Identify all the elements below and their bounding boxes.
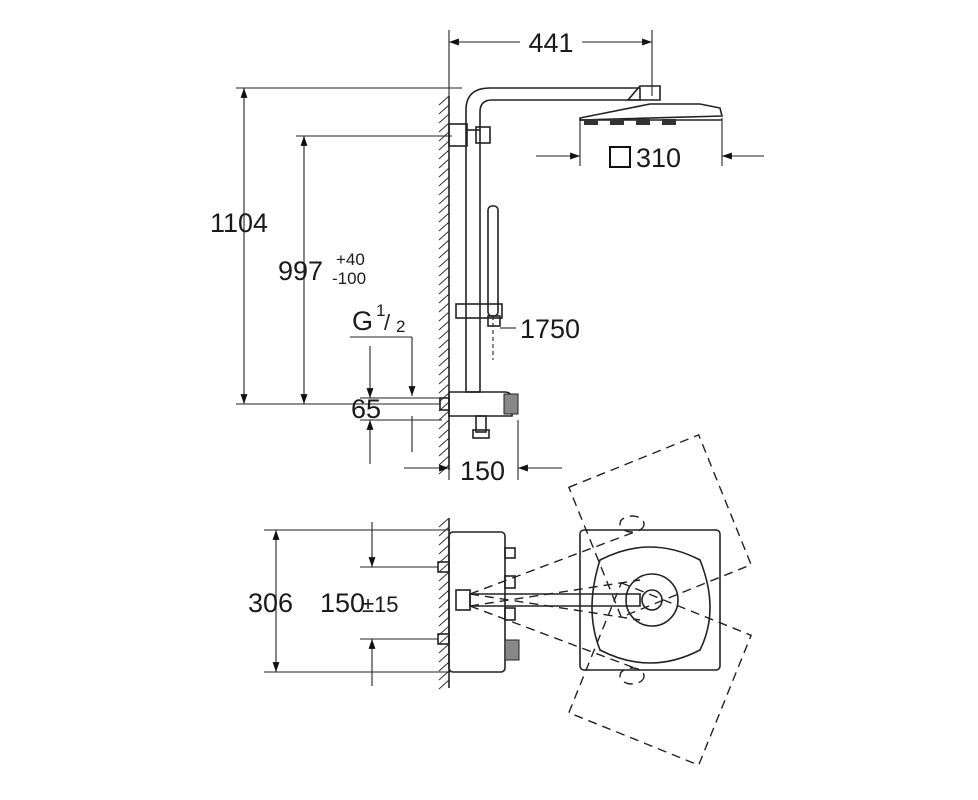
dim-150-plan-tolerance: ±15 [362,592,399,617]
hatch-line [438,140,450,151]
plan-view: 306 150 ±15 [248,433,753,767]
hatch-line [438,419,450,430]
hatch-line [438,230,450,241]
hatch-line [438,437,450,448]
riser-pipe [465,129,481,393]
hatch-line [438,284,450,295]
hatch-line [438,194,450,205]
upper-wall-bracket [448,123,468,147]
hatch-line [438,320,450,331]
thread-denominator: 2 [396,317,405,336]
hatch-line [438,293,450,304]
hatch-line [438,275,450,286]
square-symbol-icon [609,146,631,168]
thermostat-plan [448,531,506,673]
dim-997-tol-plus: +40 [336,250,365,269]
hatch-line [438,158,450,169]
hatch-line [438,428,450,439]
hand-shower [487,205,499,360]
thread-label-g: G [352,306,373,336]
hatch-line [438,446,450,457]
hatch-line [438,356,450,367]
hatch-line [438,535,450,546]
hatch-line [438,176,450,187]
hatch-line [438,113,450,124]
dim-441: 441 [528,28,573,58]
shower-arm [465,87,641,130]
hatch-line [438,679,450,690]
dim-1750: 1750 [520,314,580,344]
hatch-line [438,652,450,663]
hatch-line [438,122,450,133]
hatch-line [438,661,450,672]
side-elevation-view: 441 310 1104 997 +40 -100 G 1 / 2 65 [210,28,764,486]
dim-997-tol-minus: -100 [332,269,366,288]
dim-310: 310 [636,143,681,173]
head-shower-plan [469,433,753,767]
hatch-line [438,643,450,654]
hatch-line [438,464,450,475]
hatch-line [438,239,450,250]
hatch-line [438,517,450,528]
hatch-line [438,544,450,555]
dim-150-side: 150 [460,456,505,486]
hatch-line [438,374,450,385]
hatch-line [438,580,450,591]
hatch-line [438,347,450,358]
thermostat-unit [439,391,519,439]
hatch-line [438,589,450,600]
wall-hatch-bottom [438,517,450,690]
hatch-line [438,571,450,582]
dim-997: 997 [278,256,323,286]
hatch-line [438,302,450,313]
hatch-line [438,365,450,376]
thread-numerator: 1 [376,301,385,320]
hatch-line [438,266,450,277]
hatch-line [438,410,450,421]
dim-306: 306 [248,588,293,618]
hatch-line [438,616,450,627]
hatch-line [438,329,450,340]
hatch-line [438,212,450,223]
hatch-line [438,383,450,394]
slider-bar-holder [455,303,503,319]
hatch-line [438,338,450,349]
hatch-line [438,221,450,232]
hatch-line [438,455,450,466]
hatch-line [438,248,450,259]
dim-65: 65 [351,394,381,424]
dim-1104: 1104 [210,208,268,238]
hatch-line [438,311,450,322]
hatch-line [438,562,450,573]
dim-150-plan: 150 [320,588,365,618]
svg-text:/: / [384,310,391,335]
hatch-line [438,203,450,214]
hatch-line [438,185,450,196]
hatch-line [438,598,450,609]
hatch-line [438,167,450,178]
hatch-line [438,526,450,537]
hatch-line [438,95,450,106]
hatch-line [438,257,450,268]
wall-hatch-top [438,95,450,475]
hatch-line [438,104,450,115]
head-shower [579,85,724,125]
hatch-line [438,149,450,160]
hatch-line [438,634,450,645]
hatch-line [438,607,450,618]
